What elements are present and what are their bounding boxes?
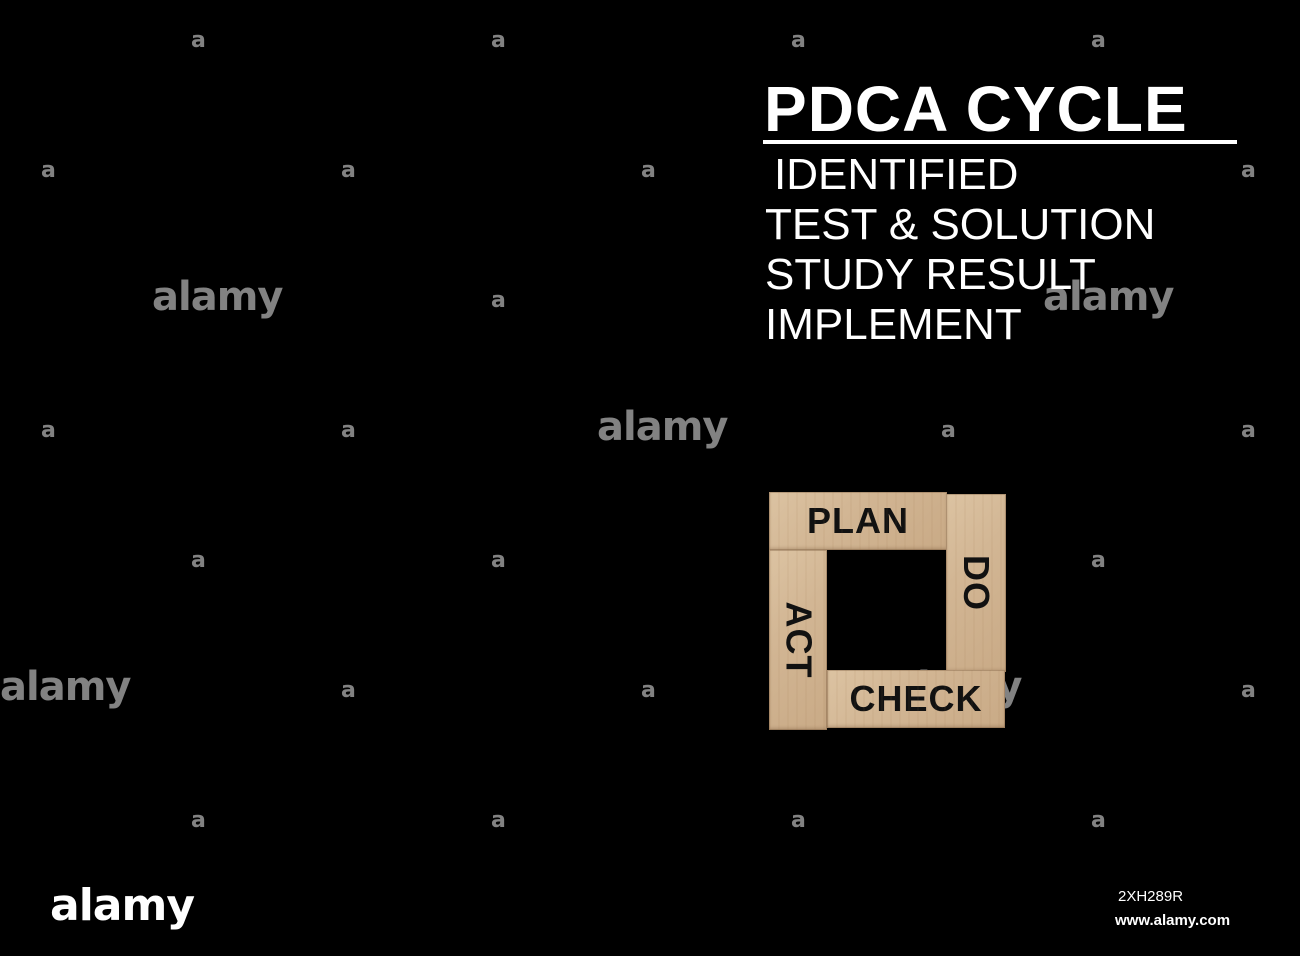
- check-label: CHECK: [849, 678, 983, 719]
- watermark-mark: a: [791, 28, 806, 53]
- watermark-mark: a: [341, 158, 356, 183]
- title-underline: [763, 140, 1237, 144]
- watermark-mark: a: [191, 28, 206, 53]
- plan-block: PLAN: [769, 492, 947, 550]
- plan-label: PLAN: [807, 500, 909, 541]
- watermark-mark: a: [341, 678, 356, 703]
- watermark-mark: a: [341, 418, 356, 443]
- watermark-mark: a: [1241, 678, 1256, 703]
- site-url: www.alamy.com: [1115, 912, 1231, 929]
- act-block: ACT: [769, 550, 827, 730]
- pdca-title: PDCA CYCLE: [764, 73, 1188, 145]
- watermark-mark: a: [491, 28, 506, 53]
- step-item: IMPLEMENT: [765, 300, 1022, 349]
- do-label: DO: [956, 555, 997, 611]
- watermark-mark: a: [491, 548, 506, 573]
- watermark-mark: a: [641, 158, 656, 183]
- check-block: CHECK: [827, 670, 1005, 728]
- watermark-mark: a: [791, 808, 806, 833]
- watermark-mark: a: [41, 158, 56, 183]
- watermark-mark: a: [191, 548, 206, 573]
- pdca-steps-list: IDENTIFIED TEST & SOLUTION STUDY RESULT …: [765, 150, 1155, 350]
- watermark-mark: a: [1241, 158, 1256, 183]
- watermark-mark: a: [941, 418, 956, 443]
- step-item: IDENTIFIED: [774, 150, 1019, 199]
- watermark-mark: a: [1091, 28, 1106, 53]
- do-block: DO: [946, 494, 1006, 672]
- watermark-mark: a: [191, 808, 206, 833]
- watermark-mark: a: [491, 288, 506, 313]
- watermark-mark: a: [491, 808, 506, 833]
- watermark-mark: a: [1091, 808, 1106, 833]
- step-item: STUDY RESULT: [765, 250, 1096, 299]
- watermark-mark: a: [41, 418, 56, 443]
- watermark-mark: a: [1091, 548, 1106, 573]
- image-id: 2XH289R: [1118, 888, 1184, 905]
- watermark-mark: a: [1241, 418, 1256, 443]
- watermark-word: alamy: [152, 274, 283, 320]
- watermark-word: alamy: [597, 404, 728, 450]
- watermark-mark: a: [641, 678, 656, 703]
- brand-logo: alamy: [50, 880, 195, 931]
- watermark-word: alamy: [0, 664, 131, 710]
- act-label: ACT: [778, 601, 819, 679]
- watermark-word: alamy: [1043, 274, 1174, 320]
- step-item: TEST & SOLUTION: [765, 200, 1156, 249]
